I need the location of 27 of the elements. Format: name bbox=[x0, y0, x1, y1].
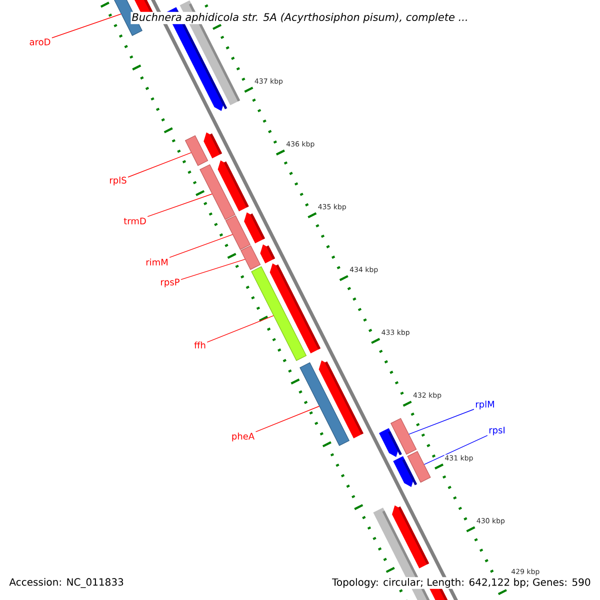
footer-text: Accession: NC_011833 bbox=[8, 577, 125, 589]
gene-label: rplS bbox=[110, 176, 126, 186]
leader-line bbox=[255, 406, 320, 432]
leader-line bbox=[128, 152, 192, 178]
gene-label: rimM bbox=[146, 258, 168, 266]
gene-label: rpsI bbox=[489, 426, 504, 436]
leader-line bbox=[424, 435, 488, 465]
gene-label: aroD bbox=[30, 38, 50, 46]
gene-bar bbox=[251, 266, 307, 361]
gene-bar bbox=[184, 135, 208, 166]
leader-line bbox=[169, 234, 233, 258]
gene-label: ffh bbox=[194, 342, 206, 348]
gene-label: rpsP bbox=[161, 278, 180, 288]
leader-line bbox=[206, 315, 274, 342]
gene-bar bbox=[407, 450, 431, 483]
gene-bar bbox=[200, 164, 236, 220]
leader-line bbox=[52, 14, 122, 38]
gene-label: rplM bbox=[476, 400, 494, 410]
leader-line bbox=[147, 194, 212, 217]
gene-label: pheA bbox=[232, 432, 254, 442]
gene-label: trmD bbox=[124, 218, 146, 224]
title: Buchnera aphidicola str. 5A (Acyrthosiphon pisum), complete ... bbox=[130, 12, 470, 24]
gene-bar bbox=[390, 418, 417, 455]
leader-line bbox=[408, 408, 474, 435]
leader-line bbox=[180, 259, 246, 280]
gene-bar bbox=[240, 245, 261, 270]
footer-text: Topology: circular; Length: 642,122 bp; Genes: 590 bbox=[331, 577, 592, 589]
